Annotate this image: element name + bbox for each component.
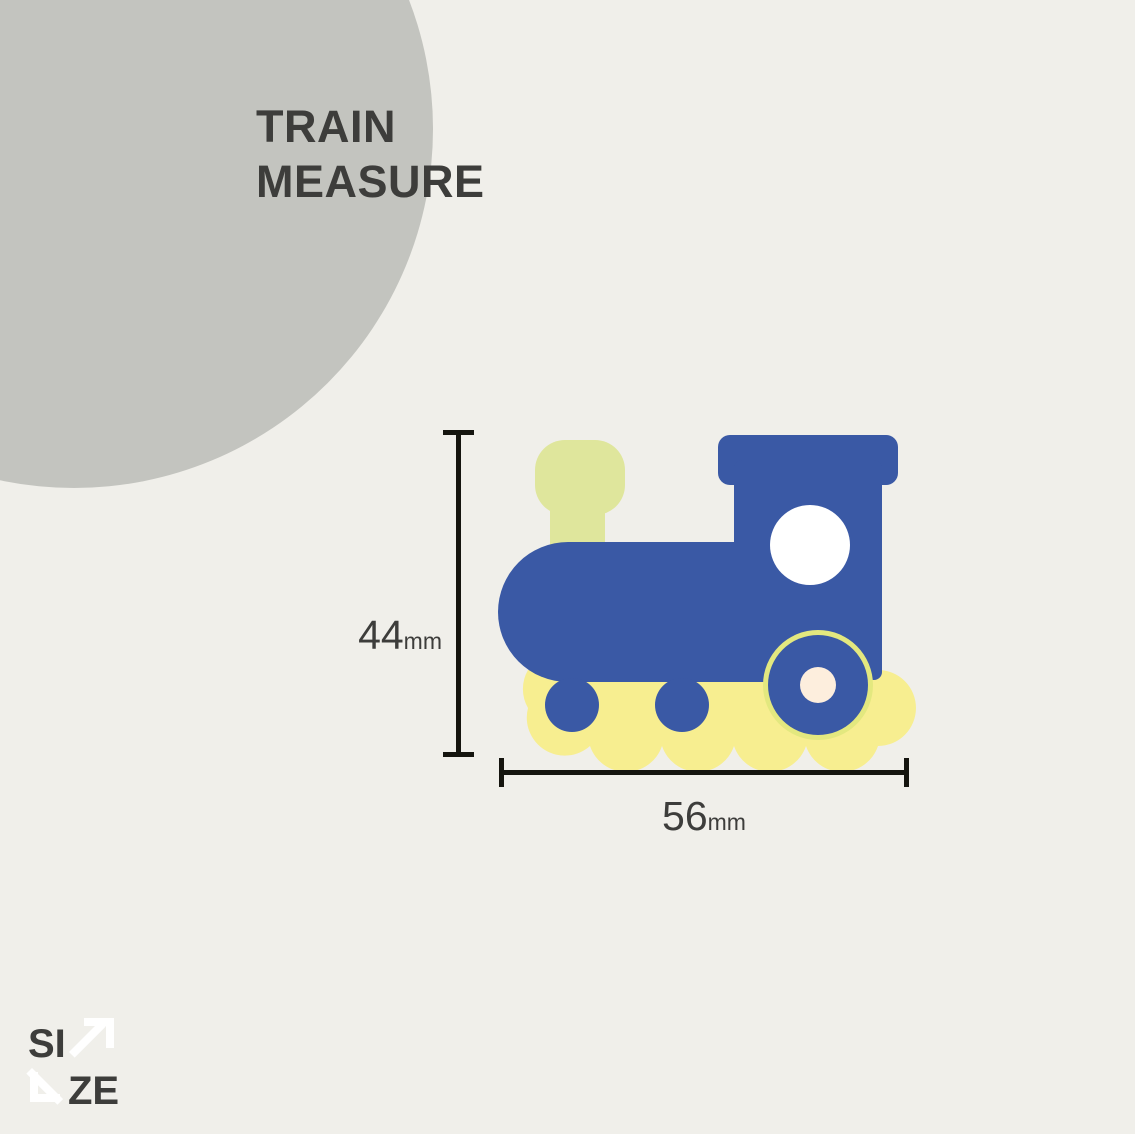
height-dimension-label: 44mm [330, 612, 442, 659]
train-illustration [490, 420, 930, 770]
width-dimension-cap-left [499, 758, 504, 787]
height-dimension-cap-bottom [443, 752, 474, 757]
size-logo: SI ZE [22, 1010, 122, 1110]
train-window-icon [770, 505, 850, 585]
width-dimension-cap-right [904, 758, 909, 787]
page-title-line-1: TRAIN [256, 101, 396, 152]
width-unit: mm [707, 809, 746, 835]
height-dimension-line [456, 432, 461, 756]
train-small-wheel-icon [655, 678, 709, 732]
decorative-circle [0, 0, 433, 488]
train-large-wheel-icon [763, 630, 873, 740]
train-small-wheel-icon [545, 678, 599, 732]
width-dimension-label: 56mm [504, 793, 904, 840]
train-boiler-icon [498, 542, 800, 682]
arrow-up-right-icon [68, 1018, 114, 1058]
height-dimension-cap-top [443, 430, 474, 435]
page-title-line-2: MEASURE [256, 155, 485, 207]
page-title: TRAIN MEASURE [256, 100, 676, 210]
logo-text-bottom: ZE [68, 1069, 119, 1110]
width-value: 56 [662, 793, 708, 839]
arrow-down-left-icon [26, 1068, 64, 1105]
height-value: 44 [358, 612, 404, 658]
logo-text-top: SI [28, 1022, 66, 1066]
width-dimension-line [500, 770, 908, 775]
height-unit: mm [403, 628, 442, 654]
